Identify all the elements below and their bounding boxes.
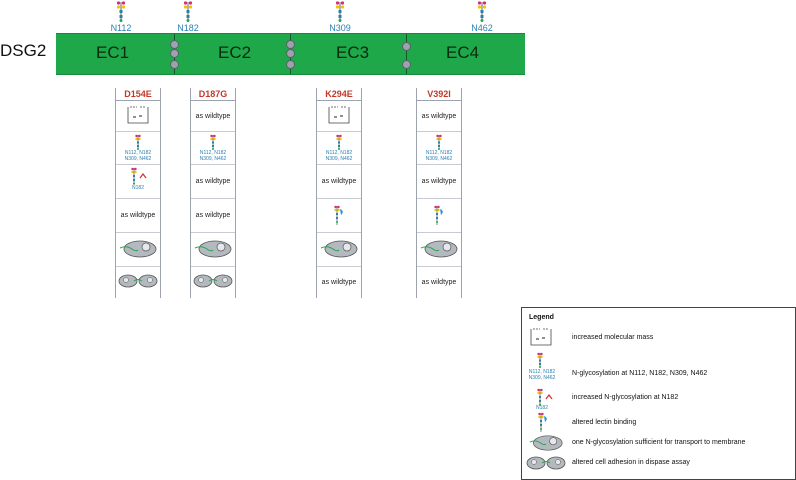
calcium-ion-icon xyxy=(170,40,179,49)
cell-adhesion: as wildtype xyxy=(321,278,357,286)
cell-glycosylation: N112, N182 N309, N462 xyxy=(417,132,461,165)
sites-line: N309, N462 xyxy=(325,156,353,162)
cell-transport xyxy=(116,233,160,267)
cell-glycosylation: N112, N182 N309, N462 xyxy=(317,132,361,165)
legend-item-molecular-mass: increased molecular mass xyxy=(572,334,654,341)
cell-adhesion xyxy=(116,267,160,297)
mutation-column-v392i: V392I as wildtype N112, N182 N309, N462 … xyxy=(416,88,462,298)
cell-molecular-mass: as wildtype xyxy=(191,101,235,132)
legend-sites-line: N112, N182 xyxy=(528,369,556,375)
increased-glycan-icon xyxy=(128,167,148,185)
cell-molecular-mass: as wildtype xyxy=(417,101,461,132)
legend-item-glycosylation: N-glycosylation at N112, N182, N309, N46… xyxy=(572,370,708,377)
cell-lectin-binding: as wildtype xyxy=(191,199,235,233)
cell-transport-icon xyxy=(419,239,459,259)
legend-site-n182: N182 xyxy=(536,405,548,411)
cell-adhesion: as wildtype xyxy=(421,278,457,286)
lectin-binding-icon xyxy=(332,205,346,225)
sites-line: N112, N182 xyxy=(425,150,453,156)
gel-band-icon xyxy=(530,328,552,346)
gel-band-icon xyxy=(127,106,149,124)
domain-separator xyxy=(406,34,407,74)
cell-glycosylation: N112, N182 N309, N462 xyxy=(191,132,235,165)
domain-bar: EC1 EC2 EC3 EC4 xyxy=(56,33,525,75)
legend: Legend increased molecular mass N112, N1… xyxy=(521,307,796,480)
calcium-ion-icon xyxy=(286,40,295,49)
sites-line: N309, N462 xyxy=(124,156,152,162)
calcium-ion-icon xyxy=(402,42,411,51)
mutation-label: V392I xyxy=(417,88,461,101)
calcium-ion-icon xyxy=(170,49,179,58)
cell-lectin-binding xyxy=(317,199,361,233)
sites-line: N112, N182 xyxy=(199,150,227,156)
mutation-column-d154e: D154E N112, N182 N309, N462 N182 as wild… xyxy=(115,88,161,298)
glyco-site-label: N112 xyxy=(110,23,132,33)
cell-n182-glycosylation: as wildtype xyxy=(317,165,361,199)
calcium-ion-icon xyxy=(286,49,295,58)
glyco-site-label: N309 xyxy=(329,23,351,33)
glyco-site-label: N462 xyxy=(471,23,493,33)
glycan-tree-icon xyxy=(134,134,142,150)
lectin-binding-icon xyxy=(536,412,550,432)
cell-n182-glycosylation: N182 xyxy=(116,165,160,199)
glycan-tree-icon xyxy=(536,352,544,368)
cell-glycosylation: N112, N182 N309, N462 xyxy=(116,132,160,165)
legend-item-adhesion: altered cell adhesion in dispase assay xyxy=(572,459,690,466)
cell-n182-glycosylation: as wildtype xyxy=(417,165,461,199)
domain-label-ec2: EC2 xyxy=(218,43,252,62)
domain-label-ec1: EC1 xyxy=(96,43,130,62)
legend-sites-line: N309, N462 xyxy=(528,375,556,381)
mutation-column-k294e: K294E N112, N182 N309, N462 as wildtype … xyxy=(316,88,362,298)
cell-transport-icon xyxy=(118,239,158,259)
mutation-label: K294E xyxy=(317,88,361,101)
legend-item-transport: one N-glycosylation sufficient for trans… xyxy=(572,439,746,446)
cell-transport xyxy=(317,233,361,267)
increased-glycan-icon xyxy=(534,388,554,406)
glycan-tree-icon xyxy=(209,134,217,150)
legend-item-n182: increased N-glycosylation at N182 xyxy=(572,394,679,401)
cell-transport xyxy=(417,233,461,267)
cell-adhesion-icon xyxy=(193,274,233,288)
calcium-ion-icon xyxy=(286,60,295,69)
glycan-tree-icon xyxy=(115,0,127,22)
glycan-tree-icon xyxy=(435,134,443,150)
protein-label: DSG2 xyxy=(0,41,47,60)
glycan-tree-icon xyxy=(476,0,488,22)
legend-item-lectin: altered lectin binding xyxy=(572,419,637,426)
cell-molecular-mass xyxy=(317,101,361,132)
cell-lectin-binding xyxy=(417,199,461,233)
lectin-binding-icon xyxy=(432,205,446,225)
mutation-label: D154E xyxy=(116,88,160,101)
cell-transport-icon xyxy=(319,239,359,259)
cell-adhesion xyxy=(191,267,235,297)
sites-line: N309, N462 xyxy=(199,156,227,162)
cell-adhesion-icon xyxy=(526,456,566,470)
gel-band-icon xyxy=(328,106,350,124)
domain-label-ec4: EC4 xyxy=(446,43,480,62)
cell-lectin-binding: as wildtype xyxy=(116,199,160,233)
mutation-column-d187g: D187G as wildtype N112, N182 N309, N462 … xyxy=(190,88,236,298)
domain-label-ec3: EC3 xyxy=(336,43,370,62)
glyco-site-label: N182 xyxy=(177,23,199,33)
glycan-tree-icon xyxy=(335,134,343,150)
glycan-tree-icon xyxy=(182,0,194,22)
sites-line: N112, N182 xyxy=(124,150,152,156)
legend-title: Legend xyxy=(529,314,554,321)
mutation-label: D187G xyxy=(191,88,235,101)
cell-adhesion-icon xyxy=(118,274,158,288)
sites-line: N112, N182 xyxy=(325,150,353,156)
calcium-ion-icon xyxy=(170,60,179,69)
sites-line: N309, N462 xyxy=(425,156,453,162)
cell-transport xyxy=(191,233,235,267)
glycan-tree-icon xyxy=(334,0,346,22)
cell-transport-icon xyxy=(526,434,566,452)
cell-transport-icon xyxy=(193,239,233,259)
cell-molecular-mass xyxy=(116,101,160,132)
site-n182-label: N182 xyxy=(132,185,144,191)
cell-n182-glycosylation: as wildtype xyxy=(191,165,235,199)
calcium-ion-icon xyxy=(402,60,411,69)
